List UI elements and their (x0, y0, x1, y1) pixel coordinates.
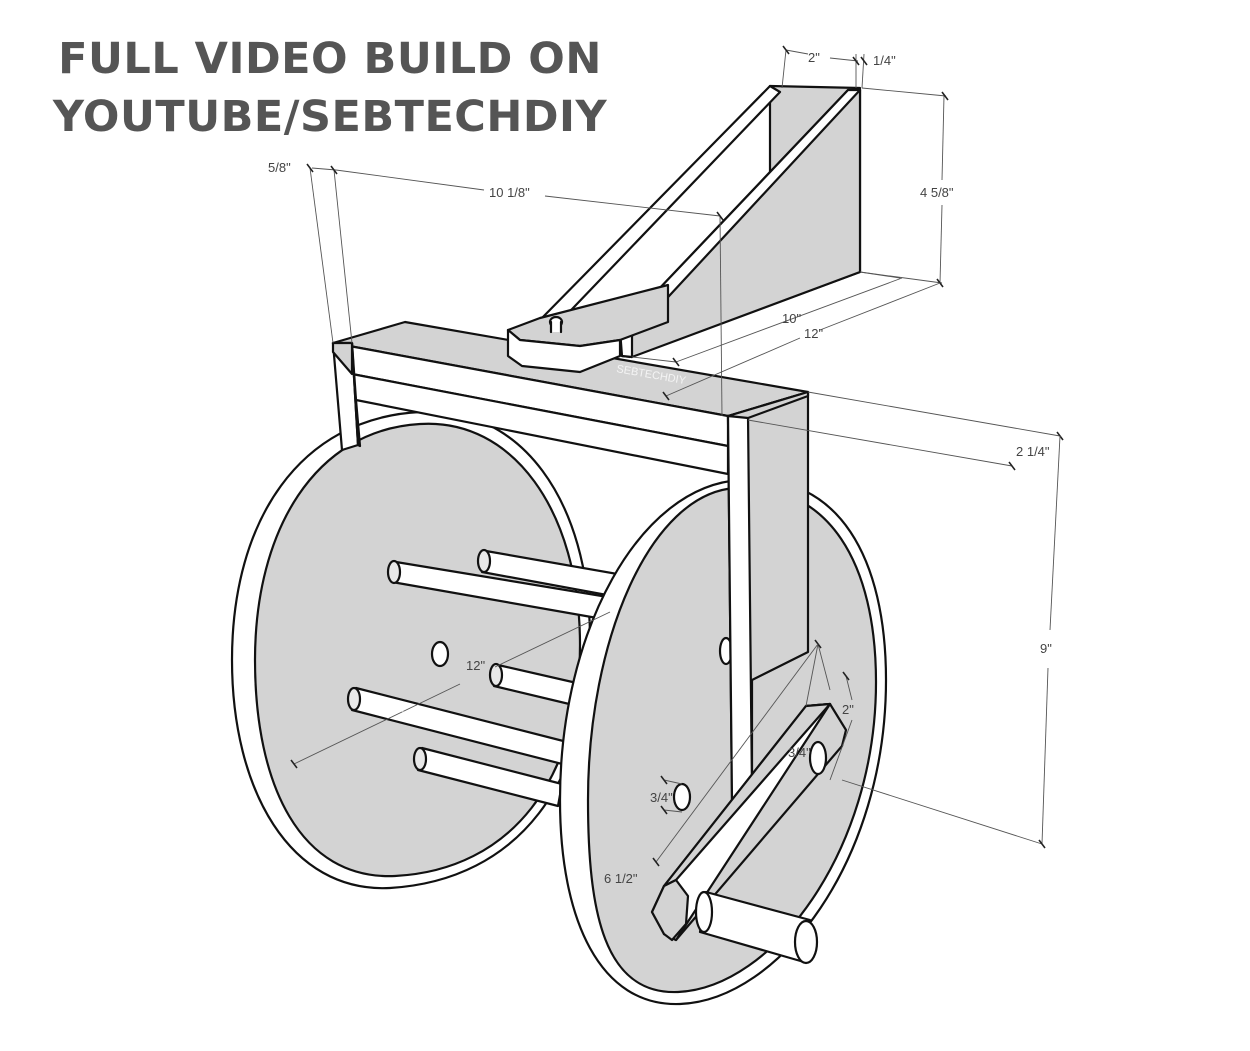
dim-bracket-height: 4 5/8" (920, 185, 954, 200)
dim-bracket-width: 2" (808, 50, 820, 65)
dim-crank-width: 2" (842, 702, 854, 717)
dimension-labels: 2" 1/4" 4 5/8" 10" 12" 5/8" 10 1/8" 2 1/… (268, 50, 1052, 886)
bracket (506, 84, 862, 374)
dim-arm-length: 12" (804, 326, 823, 341)
dowel-5 (412, 746, 564, 808)
dim-crank-hole: 3/4" (788, 745, 811, 760)
back-wheel-hole (430, 640, 450, 668)
dim-wheel-hole: 3/4" (650, 790, 673, 805)
dim-bracket-length: 10" (782, 311, 801, 326)
headline-line-1: FULL VIDEO BUILD ON (58, 34, 602, 84)
dim-frame-width: 10 1/8" (489, 185, 530, 200)
dim-wheel-diameter: 12" (466, 658, 485, 673)
headline-line-2: YOUTUBE/SEBTECHDIY (52, 92, 608, 142)
crank-arm (650, 702, 848, 965)
crank-hole (808, 740, 828, 776)
dim-bracket-thickness: 1/4" (873, 53, 896, 68)
dim-crank-offset: 6 1/2" (604, 871, 638, 886)
wheel-hole-lower (672, 782, 692, 812)
dim-frame-depth: 2 1/4" (1016, 444, 1050, 459)
dim-offset: 5/8" (268, 160, 291, 175)
right-leg (726, 390, 810, 802)
dimension-lines (290, 45, 1064, 867)
back-wheel (230, 410, 592, 890)
dowel-4 (346, 686, 577, 768)
dim-frame-height: 9" (1040, 641, 1052, 656)
